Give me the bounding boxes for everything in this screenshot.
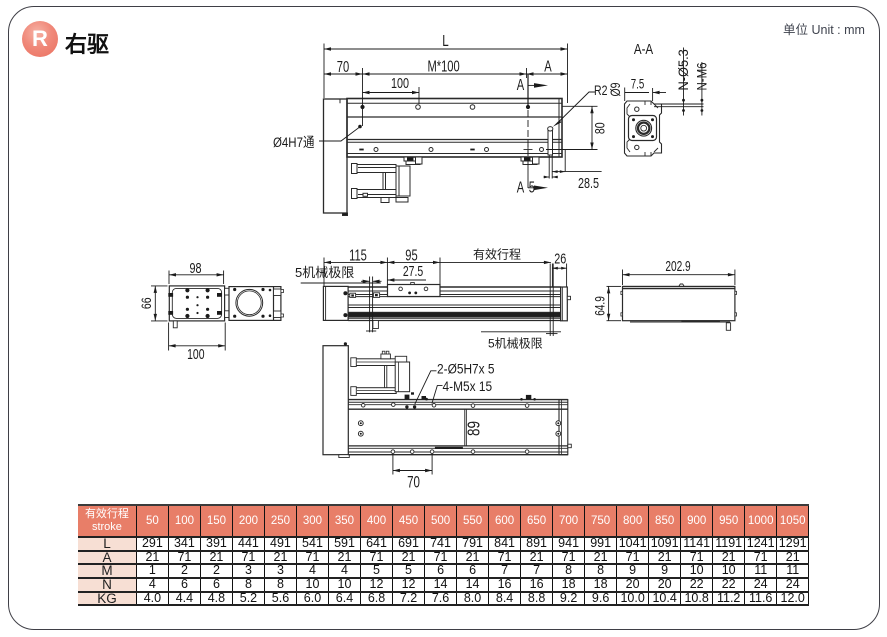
svg-text:5: 5 <box>529 179 535 196</box>
svg-text:100: 100 <box>187 346 204 362</box>
svg-text:2-Ø5H7x 5: 2-Ø5H7x 5 <box>437 360 495 376</box>
svg-text:70: 70 <box>337 58 349 75</box>
svg-text:A-A: A-A <box>634 41 654 58</box>
svg-text:100: 100 <box>391 74 409 91</box>
svg-text:115: 115 <box>349 247 367 264</box>
svg-text:80: 80 <box>592 122 608 134</box>
svg-text:L: L <box>442 32 449 49</box>
svg-text:202.9: 202.9 <box>665 258 690 274</box>
svg-text:N-M6: N-M6 <box>695 62 710 90</box>
svg-text:Ø4H7通: Ø4H7通 <box>273 135 315 150</box>
svg-text:A: A <box>517 179 524 196</box>
svg-text:89: 89 <box>465 421 484 436</box>
svg-text:64.9: 64.9 <box>592 296 608 316</box>
svg-text:N-Ø5.3: N-Ø5.3 <box>676 49 691 90</box>
svg-text:4-M5x 15: 4-M5x 15 <box>443 378 493 394</box>
svg-text:7.5: 7.5 <box>631 77 645 92</box>
svg-text:28.5: 28.5 <box>578 174 599 191</box>
svg-text:26: 26 <box>554 250 566 267</box>
svg-text:66: 66 <box>139 297 155 309</box>
svg-text:95: 95 <box>405 247 417 264</box>
svg-text:70: 70 <box>407 474 420 493</box>
svg-text:R2: R2 <box>594 83 608 99</box>
svg-text:A: A <box>517 76 524 93</box>
svg-text:A: A <box>544 58 551 75</box>
svg-text:有效行程: 有效行程 <box>473 247 521 262</box>
svg-text:5机械极限: 5机械极限 <box>295 265 354 280</box>
svg-text:M*100: M*100 <box>427 58 459 75</box>
svg-text:Ø9: Ø9 <box>608 82 624 96</box>
svg-text:27.5: 27.5 <box>403 264 423 280</box>
svg-text:5机械极限: 5机械极限 <box>488 335 543 350</box>
svg-text:98: 98 <box>190 259 202 276</box>
